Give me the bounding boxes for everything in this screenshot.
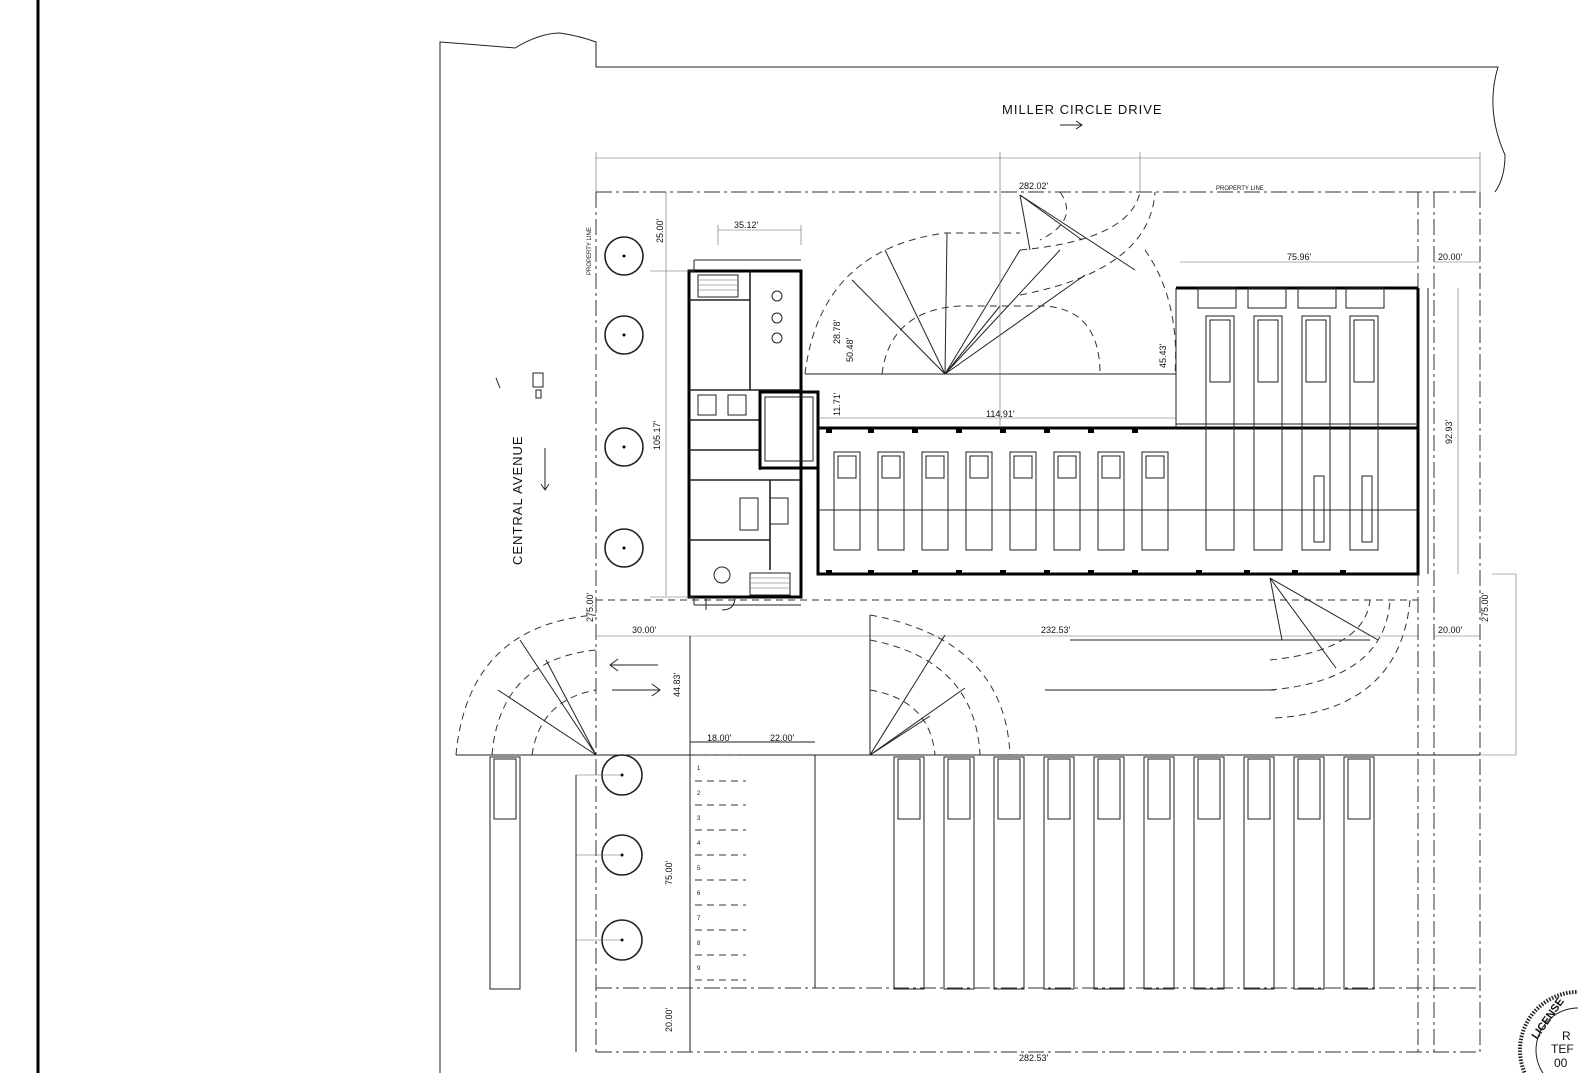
dim-parking-stall-depth: 18.00' (707, 733, 732, 743)
svg-text:6: 6 (697, 891, 701, 897)
dim-curb-radius-3: 45.43' (1158, 343, 1168, 368)
dim-west-setback: 30.00' (632, 625, 657, 635)
dim-south-drive-length: 232.53' (1041, 625, 1071, 635)
svg-text:8: 8 (697, 941, 701, 947)
dim-entry-drive-width: 44.83' (672, 672, 682, 697)
svg-text:1: 1 (697, 766, 701, 772)
bay-trucks (833, 287, 1385, 551)
street-name-west: CENTRAL AVENUE (510, 435, 525, 565)
turning-radius-top (804, 191, 1177, 428)
dim-west-property: 275.00' (585, 592, 595, 622)
svg-text:5: 5 (697, 866, 701, 872)
tree-leaders (575, 774, 622, 1052)
svg-text:TEF: TEF (1551, 1042, 1574, 1056)
dim-east-building-depth: 92.93' (1444, 419, 1454, 444)
parking-stall-numbers: 1 2 3 4 5 6 7 8 9 (697, 766, 701, 972)
dim-rear-setback: 20.00' (664, 1007, 674, 1032)
west-arrow-icon (540, 448, 550, 491)
dim-east-setback-bottom: 20.00' (1438, 625, 1463, 635)
tree-symbols-west (601, 236, 644, 961)
svg-text:9: 9 (697, 966, 701, 972)
dim-east-building-width: 75.96' (1287, 252, 1312, 262)
dim-curb-radius-2: 50.48' (845, 337, 855, 362)
site-outline (439, 32, 1506, 1073)
street-name-north: MILLER CIRCLE DRIVE (1002, 102, 1163, 117)
bay-door-markers (826, 428, 1346, 575)
svg-text:R: R (1562, 1029, 1571, 1043)
professional-seal: LICENSE R TEF 00 (1518, 990, 1578, 1073)
svg-text:00: 00 (1554, 1056, 1568, 1070)
dim-east-setback-top: 20.00' (1438, 252, 1463, 262)
dim-north-property: 282.02' (1019, 181, 1049, 191)
top-dimension-lines (595, 152, 1481, 192)
svg-text:4: 4 (697, 841, 701, 847)
dim-parking-depth: 75.00' (664, 860, 674, 885)
office-building (687, 259, 820, 611)
sign-icon (495, 372, 544, 399)
north-arrow-icon (1060, 120, 1083, 130)
turning-radius-southwest (455, 614, 597, 756)
dim-south-property: 282.53' (1019, 1053, 1049, 1063)
property-line-label-west: PROPERTY LINE (587, 227, 593, 275)
bay-dimensions (818, 261, 1517, 756)
dim-bay-wing-length: 114.91' (986, 409, 1015, 419)
dim-curb-radius-1: 28.78' (832, 319, 842, 344)
south-drive (456, 615, 1480, 1052)
svg-text:3: 3 (697, 816, 701, 822)
dim-office-depth: 105.17' (652, 420, 662, 450)
turning-radius-mid (869, 614, 1011, 756)
property-line-label-north: PROPERTY LINE (1216, 186, 1264, 192)
office-dimensions (650, 192, 802, 598)
svg-text:7: 7 (697, 916, 701, 922)
dim-office-width: 35.12' (734, 220, 759, 230)
dim-wall-offset: 11.71' (832, 392, 842, 416)
entry-arrow-icon (609, 658, 661, 697)
svg-text:2: 2 (697, 791, 701, 797)
dim-parking-aisle: 22.00' (770, 733, 795, 743)
bay-wing-building (816, 286, 1429, 576)
turning-radius-east (1045, 577, 1411, 719)
truck-parking-south (489, 756, 1375, 990)
dim-front-setback: 25.00' (655, 218, 665, 243)
parking-stalls (695, 754, 746, 981)
property-lines (595, 191, 1481, 1055)
dim-east-property: 275.00' (1480, 592, 1490, 622)
